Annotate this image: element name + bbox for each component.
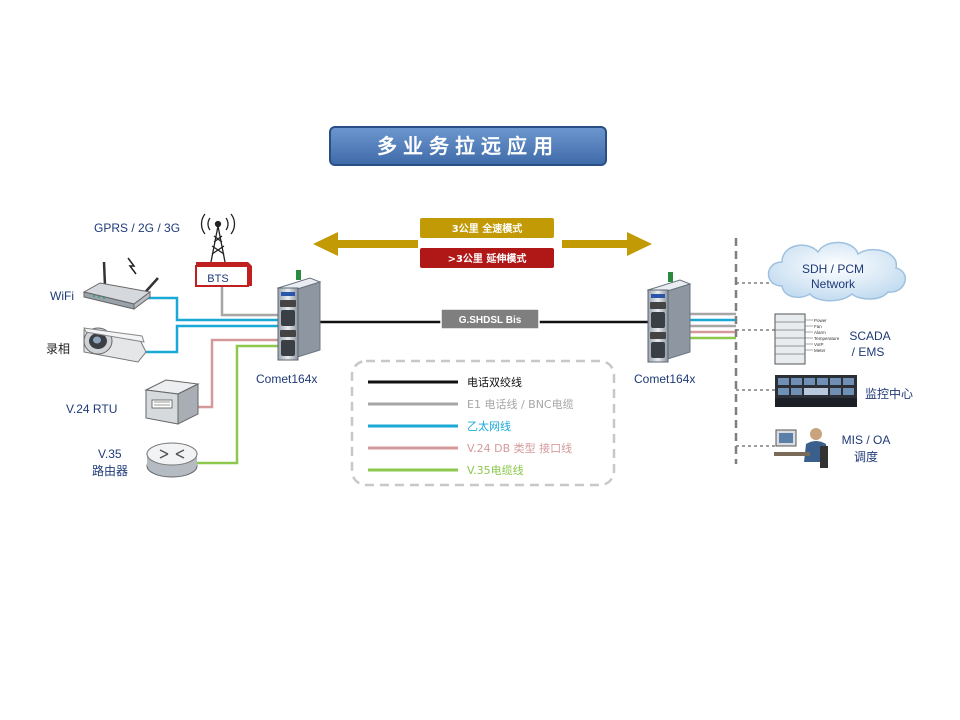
router-icon [146,442,198,478]
rtu-device-icon [144,379,200,425]
security-camera-icon [83,327,147,363]
left-comet-label: Comet164x [256,372,317,386]
scada-label-line1: SCADA [849,329,890,343]
antenna-tower-icon [200,213,236,263]
scada-panel-fan: Fan [814,324,822,329]
full-speed-mode-label: 3公里 全速模式 [452,222,522,235]
gprs-label: GPRS / 2G / 3G [94,221,180,235]
right-comet-device-icon [646,272,692,363]
scada-panel-alarm: Alarm [814,330,826,335]
camera-label: 录相 [46,342,70,356]
scada-panel-power: Power [814,318,827,323]
shdsl-badge: G.SHDSL Bis [440,308,540,330]
sdh-cloud-icon [767,241,906,302]
bts-box-icon: BTS [195,262,252,287]
bts-label: BTS [207,273,228,285]
full-speed-mode-badge: 3公里 全速模式 [420,218,554,238]
mis-label-line1: MIS / OA [842,433,891,447]
operator-workstation-icon [774,428,828,468]
legend-label-0: 电话双绞线 [467,375,522,389]
title-box: 多业务拉远应用 [329,126,607,166]
router-label-line1: V.35 [98,447,122,461]
legend-label-1: E1 电话线 / BNC电缆 [467,397,574,411]
scada-panel-voip: VoIP [814,342,824,347]
sdh-label-line1: SDH / PCM [802,262,864,276]
scada-panel-temperature: Temperature [814,336,840,341]
legend-label-4: V.35电缆线 [467,463,524,477]
router-label-line2: 路由器 [92,463,128,478]
left-cables [146,283,278,465]
monitoring-wall-icon [775,375,857,407]
scada-label-line2: / EMS [852,345,885,359]
legend-label-2: 乙太网线 [467,419,511,433]
extended-mode-badge: >3公里 延伸模式 [420,248,554,268]
monitor-center-label: 监控中心 [865,386,913,401]
scada-panel-icon: Power Fan Alarm Temperature VoIP Meter [774,313,840,365]
shdsl-label: G.SHDSL Bis [459,315,522,326]
left-arrow [313,232,418,256]
backbone-connectors [736,282,775,447]
legend-label-3: V.24 DB 类型 接口线 [467,441,572,455]
rtu-label: V.24 RTU [66,402,117,416]
scada-panel-meter: Meter [814,348,826,353]
wifi-label: WiFi [50,289,74,303]
sdh-label-line2: Network [811,277,856,291]
wifi-router-icon [82,257,159,310]
right-arrow [562,232,652,256]
right-cables [688,312,736,340]
mis-label-line2: 调度 [854,449,878,464]
extended-mode-label: >3公里 延伸模式 [448,252,527,265]
left-comet-device-icon [276,270,322,361]
right-comet-label: Comet164x [634,372,695,386]
diagram-title: 多业务拉远应用 [377,134,559,158]
